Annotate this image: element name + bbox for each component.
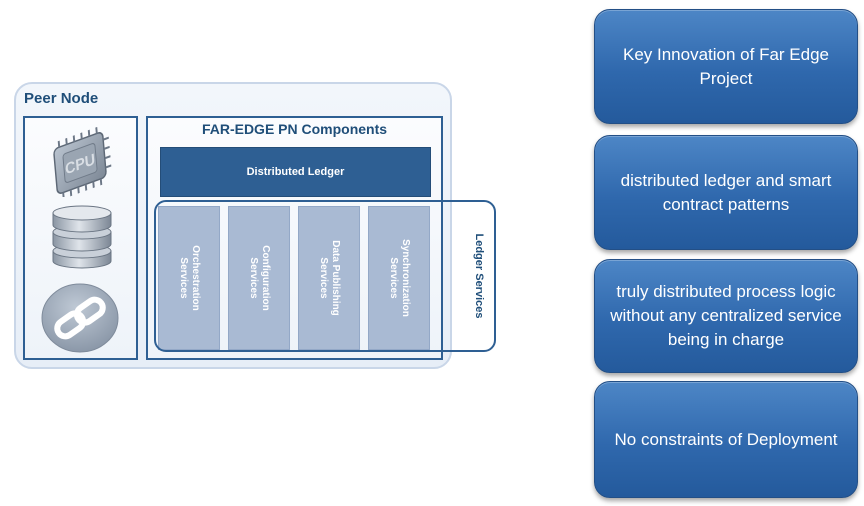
callout-text: No constraints of Deployment xyxy=(614,429,838,449)
synchronization-services-block: Synchronization Services xyxy=(368,206,430,350)
callout-distributed-ledger: distributed ledger and smart contract pa… xyxy=(594,135,858,250)
peer-node-title: Peer Node xyxy=(24,90,99,107)
callout-distributed-process-logic: truly distributed process logic without … xyxy=(594,259,858,373)
callout-key-innovation: Key Innovation of Far Edge Project xyxy=(594,9,858,124)
data-publishing-services-block: Data Publishing Services xyxy=(298,206,360,350)
distributed-ledger-label: Distributed Ledger xyxy=(246,166,345,178)
distributed-ledger-block: Distributed Ledger xyxy=(160,147,431,197)
callout-text: Key Innovation of Far Edge Project xyxy=(622,44,830,88)
ledger-services-label: Ledger Services xyxy=(473,233,485,319)
database-icon xyxy=(52,205,112,269)
callout-text: distributed ledger and smart contract pa… xyxy=(620,170,832,214)
configuration-services-block: Configuration Services xyxy=(228,206,290,350)
callout-text: truly distributed process logic without … xyxy=(610,282,842,349)
orchestration-services-block: Orchestration Services xyxy=(158,206,220,350)
ledger-services-frame xyxy=(154,200,496,352)
cpu-chip-icon: CPU xyxy=(53,127,112,197)
chain-link-icon xyxy=(41,283,119,353)
components-title: FAR-EDGE PN Components xyxy=(201,121,388,137)
callout-no-constraints: No constraints of Deployment xyxy=(594,381,858,498)
